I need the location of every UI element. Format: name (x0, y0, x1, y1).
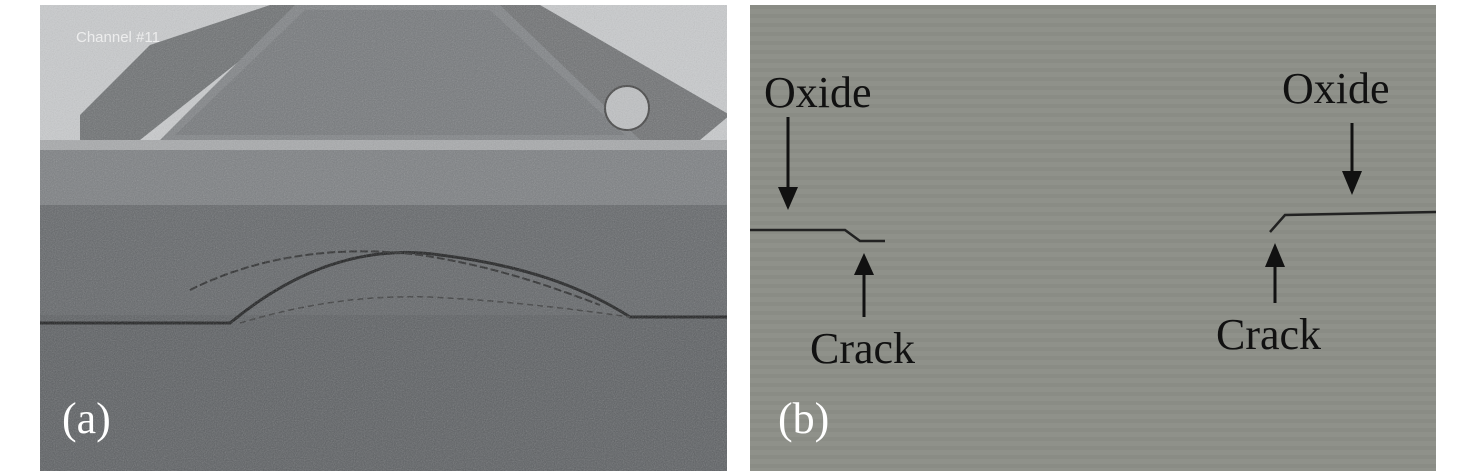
sem-micrograph (40, 5, 727, 471)
panel-label-a: (a) (62, 394, 111, 443)
crack-label-left: Crack (810, 324, 916, 373)
optical-micrograph (750, 5, 1436, 471)
crack-label-right: Crack (1216, 310, 1322, 359)
panel-label-b: (b) (778, 394, 830, 443)
optical-image-panel-b: Oxide Crack Oxide Crack (b) (750, 5, 1436, 471)
arrow-up-crack-left (854, 253, 874, 317)
arrow-down-oxide-left (778, 117, 798, 210)
oxide-label-left: Oxide (764, 68, 872, 117)
channel-overlay-text: Channel #11 (76, 29, 160, 46)
arrow-down-oxide-right (1342, 123, 1362, 195)
arrow-up-crack-right (1265, 243, 1285, 303)
sem-image-panel-a: Channel #11 (a) (40, 5, 727, 471)
oxide-label-right: Oxide (1282, 64, 1390, 113)
